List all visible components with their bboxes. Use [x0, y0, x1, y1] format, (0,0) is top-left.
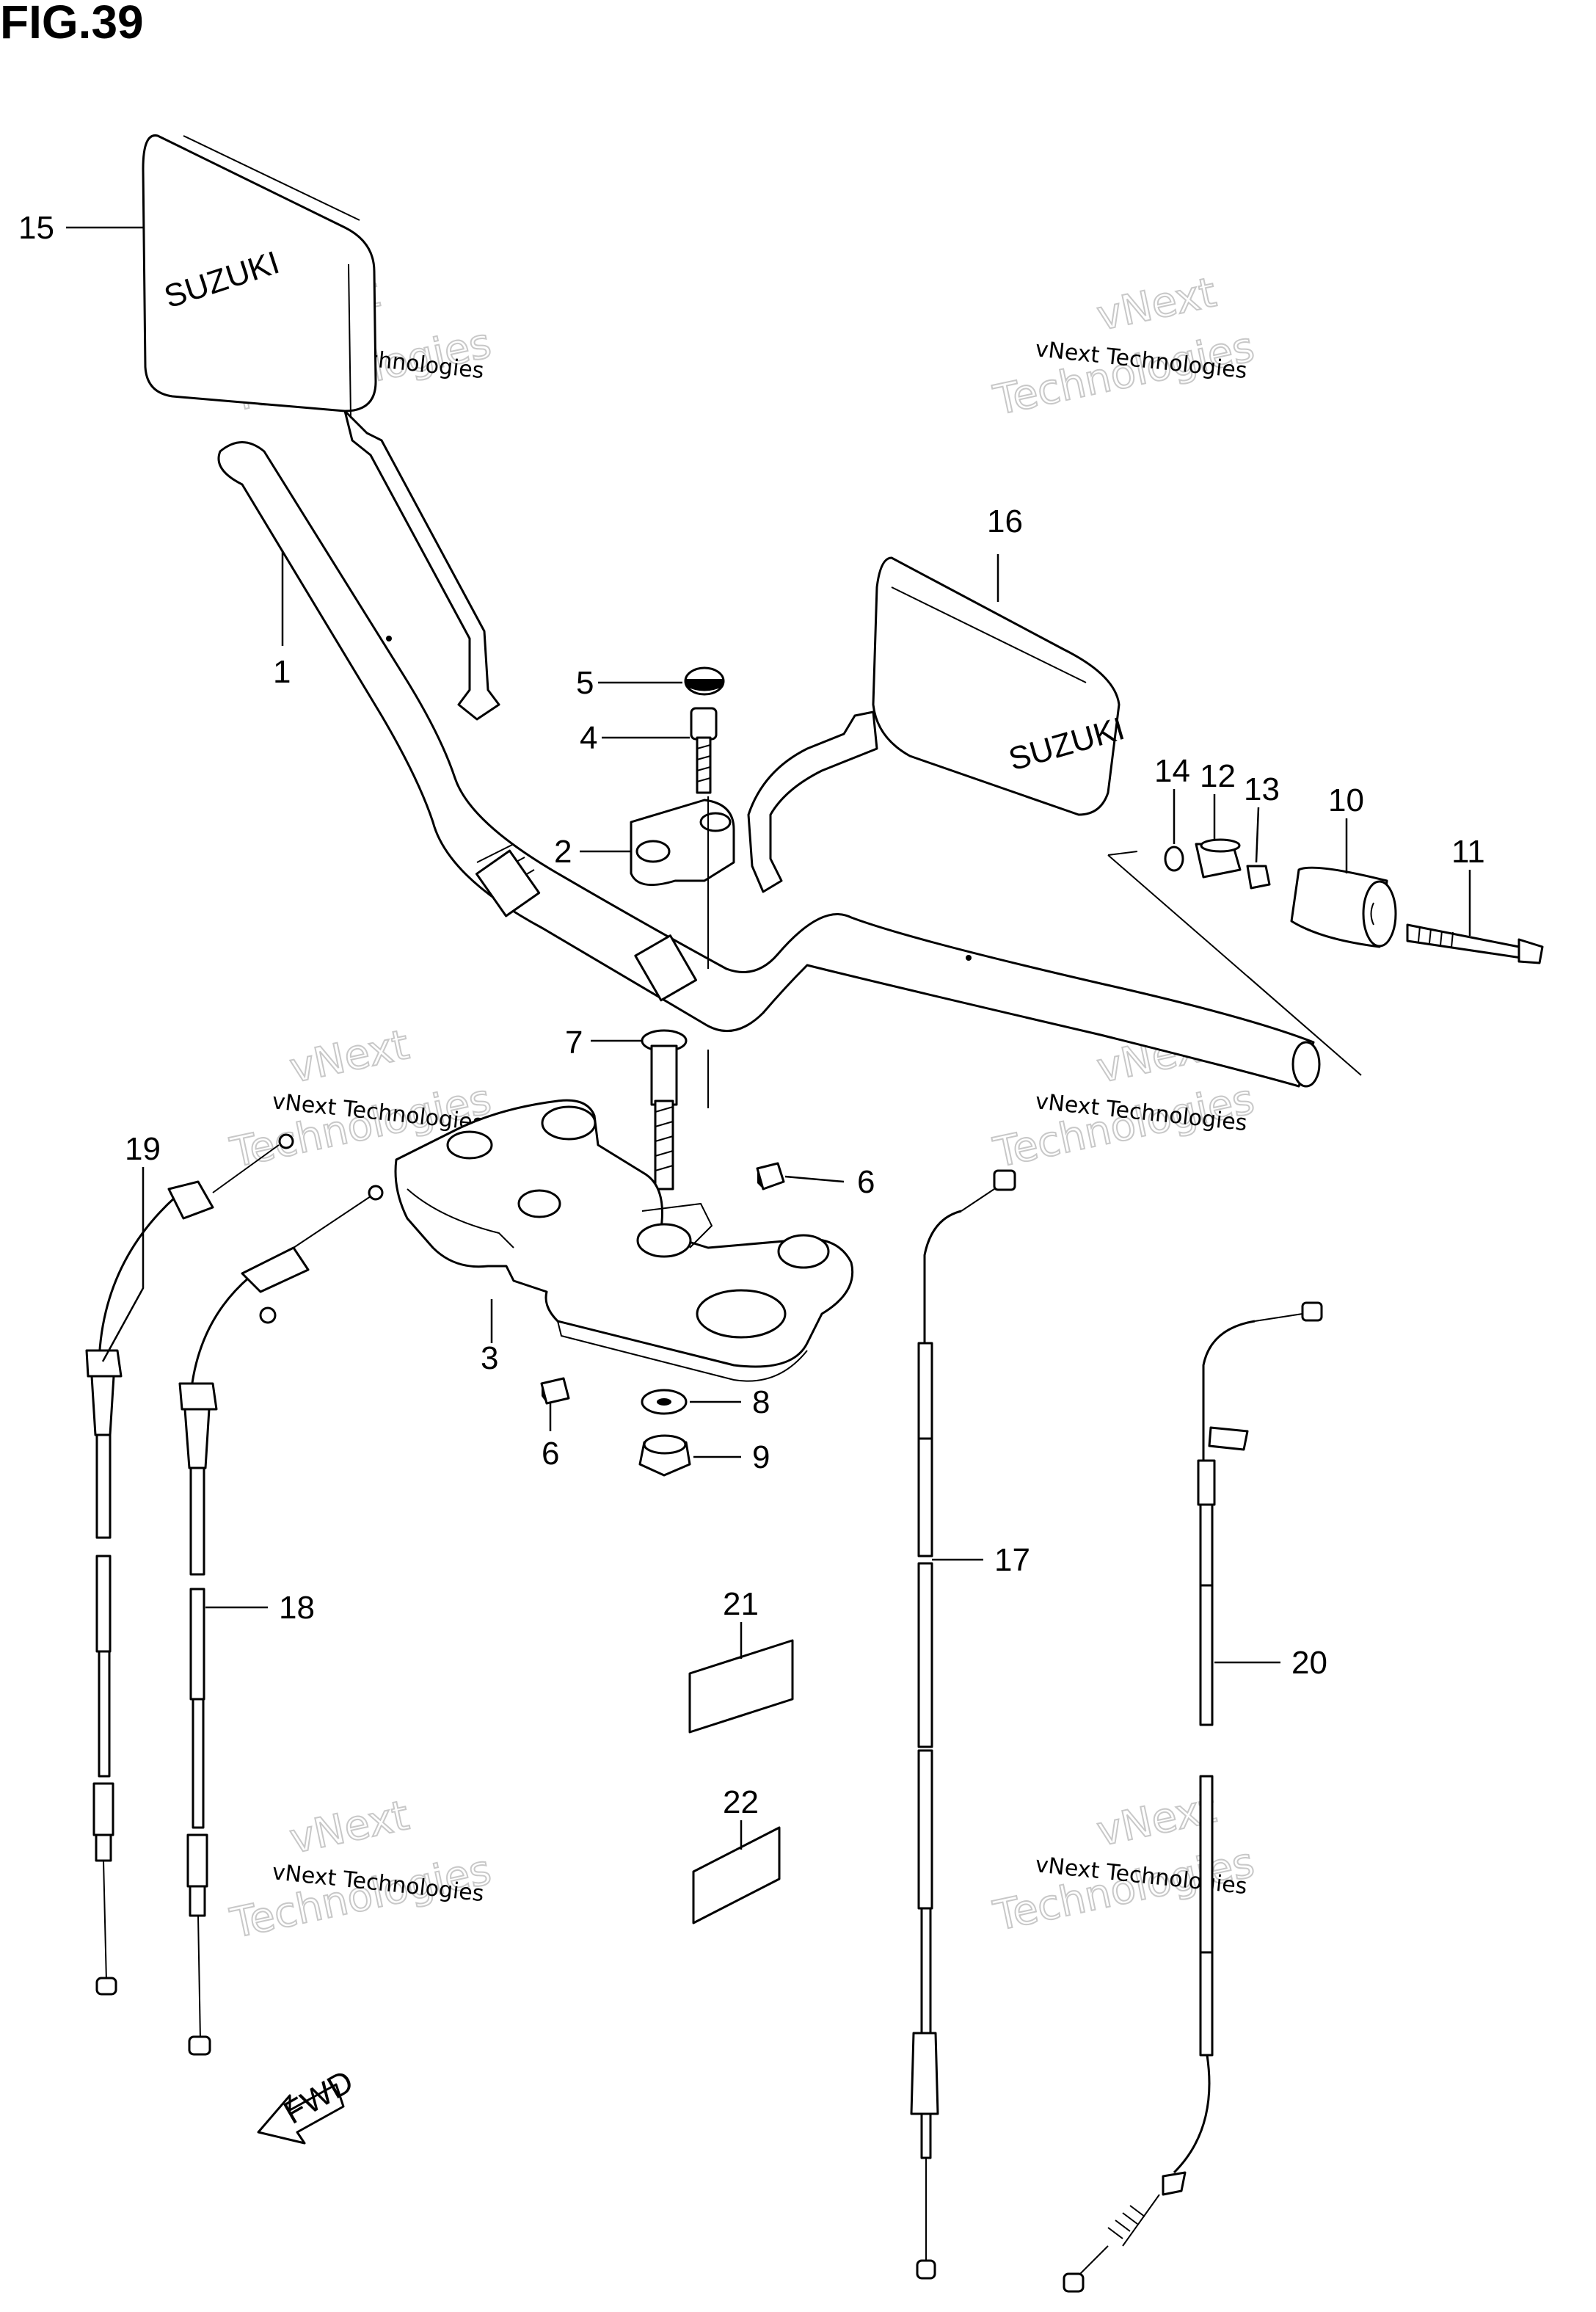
watermark-large-1: vNext — [285, 1792, 413, 1864]
part-1-handlebar[interactable] — [217, 441, 1321, 1088]
callout-4: 4 — [580, 720, 597, 756]
fwd-direction-arrow: FWD — [257, 2063, 360, 2145]
part-16-right-mirror[interactable]: SUZUKI — [747, 556, 1129, 893]
part-2-upper-holder[interactable] — [630, 796, 735, 969]
part-18-throttle-return-cable[interactable] — [178, 1185, 384, 2056]
callout-19: 19 — [125, 1131, 161, 1167]
part-19-throttle-cable[interactable] — [85, 1133, 294, 1996]
watermark-large-1: vNext — [1093, 269, 1220, 341]
part-4-bolt[interactable] — [690, 707, 718, 794]
watermark-top-right: vNext Technologies vNext Technologies — [988, 268, 1258, 426]
part-11-bar-end-screw[interactable] — [1406, 923, 1544, 964]
callout-3: 3 — [481, 1340, 498, 1376]
part-12-collar[interactable] — [1195, 838, 1242, 879]
watermark-bottom-left: vNext Technologies vNext Technologies — [225, 1791, 495, 1949]
callout-13: 13 — [1244, 771, 1280, 807]
callout-16: 16 — [987, 504, 1023, 539]
callout-9: 9 — [752, 1439, 770, 1475]
part-3-lower-bracket[interactable] — [394, 1099, 854, 1382]
callout-6a: 6 — [857, 1164, 875, 1200]
leader-lines — [66, 226, 1471, 1850]
callout-15: 15 — [18, 210, 54, 246]
part-15-left-mirror[interactable]: SUZUKI — [142, 134, 500, 721]
part-6-rubber-upper[interactable] — [756, 1162, 785, 1190]
part-21-label-plate[interactable] — [688, 1639, 794, 1734]
part-9-nut[interactable] — [638, 1434, 691, 1477]
callout-20: 20 — [1291, 1645, 1327, 1681]
part-17-clutch-cable[interactable] — [910, 1169, 1016, 2280]
watermark-bottom-right: vNext Technologies vNext Technologies — [988, 1784, 1258, 1941]
callout-2: 2 — [554, 834, 572, 870]
callout-18: 18 — [279, 1590, 315, 1626]
part-8-washer[interactable] — [641, 1389, 688, 1415]
callout-10: 10 — [1328, 782, 1364, 818]
callout-14: 14 — [1154, 753, 1190, 789]
callout-12: 12 — [1200, 758, 1236, 794]
part-14-washer[interactable] — [1164, 846, 1184, 872]
part-5-cap[interactable] — [684, 666, 725, 696]
figure-title: FIG.39 — [0, 0, 144, 48]
part-6-rubber-lower[interactable] — [540, 1377, 570, 1405]
callout-7: 7 — [565, 1025, 583, 1061]
callout-22: 22 — [723, 1784, 759, 1820]
callout-1: 1 — [273, 654, 291, 690]
callout-21: 21 — [723, 1586, 759, 1622]
callout-11: 11 — [1451, 834, 1485, 870]
callouts: 15 1 16 5 4 2 7 6 3 6 8 9 14 12 13 10 11… — [18, 210, 1485, 1820]
callout-17: 17 — [994, 1542, 1030, 1578]
callout-8: 8 — [752, 1384, 770, 1420]
part-13-nut[interactable] — [1246, 865, 1271, 890]
part-7-holder-bolt[interactable] — [641, 1029, 688, 1190]
callout-5: 5 — [576, 665, 594, 701]
part-22-label-plate[interactable] — [692, 1826, 781, 1924]
watermark-large-1: vNext — [285, 1021, 413, 1093]
part-10-bar-end-weight[interactable] — [1290, 866, 1397, 948]
callout-6b: 6 — [542, 1436, 559, 1472]
assembly-guide-lines — [1107, 851, 1362, 1076]
part-20-cable[interactable] — [1063, 1301, 1323, 2293]
